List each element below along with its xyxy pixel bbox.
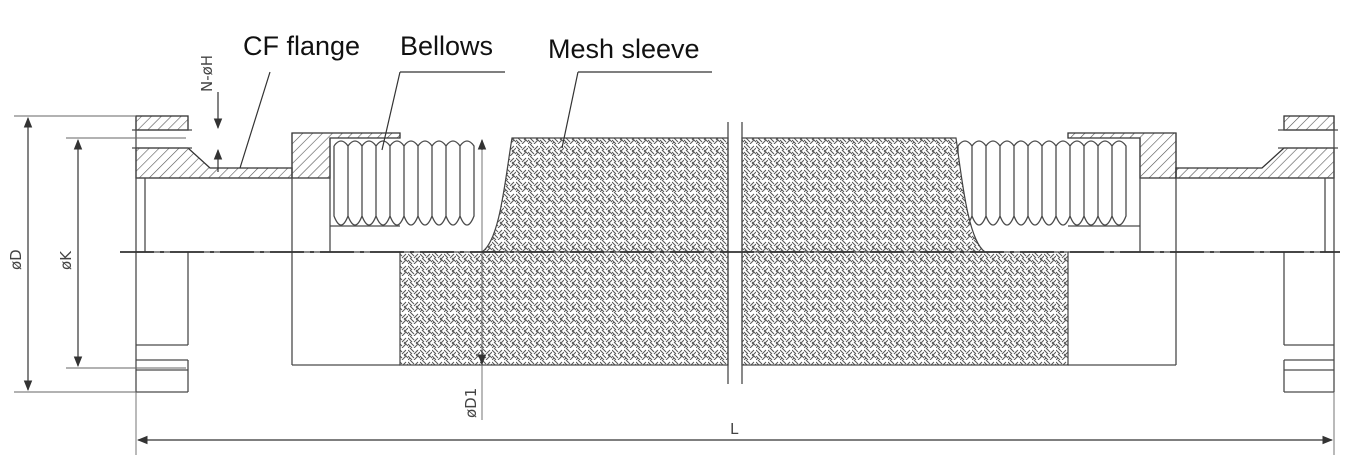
dimension-bolt-circle: [66, 137, 186, 369]
cf-flange-label: CF flange: [243, 31, 360, 61]
left-cf-flange: [132, 115, 293, 393]
cf-flange-leader: [239, 71, 271, 169]
mesh-sleeve-leader: [561, 71, 579, 149]
bellows-label: Bellows: [400, 31, 493, 61]
right-cf-flange: [1175, 115, 1338, 393]
bolt-hole-label: N-øH: [198, 55, 216, 92]
dimension-length: [135, 392, 1335, 455]
mesh-sleeve-label: Mesh sleeve: [548, 34, 700, 64]
dimension-od: [14, 115, 136, 393]
outer-diameter-label: øD: [7, 249, 25, 270]
break-lines: [727, 122, 743, 384]
bolt-circle-label: øK: [57, 250, 75, 270]
bellows-convolution: [333, 140, 475, 226]
inner-diameter-label: øD1: [462, 388, 480, 418]
mesh-sleeve: [399, 137, 1069, 366]
right-bellows: [957, 132, 1177, 366]
length-label: L: [730, 420, 739, 438]
bellows-leader: [381, 71, 401, 151]
bellows-convolution: [957, 140, 1127, 226]
